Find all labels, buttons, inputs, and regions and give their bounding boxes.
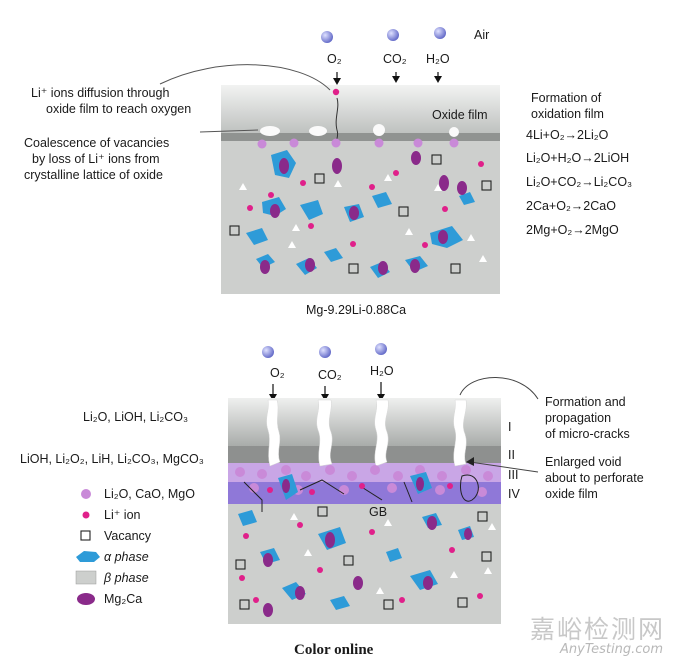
top-panel <box>159 27 500 294</box>
co2-molecule-icon <box>319 346 331 358</box>
bottom-panel <box>228 343 539 624</box>
co2-label: CO₂ <box>383 52 407 66</box>
formation-title-line1: Formation of <box>531 91 602 105</box>
legend-li-ion-label: Li⁺ ion <box>104 508 141 522</box>
li2o-legend-icon <box>81 489 91 499</box>
legend-mg2ca-label: Mg₂Ca <box>104 592 143 606</box>
reaction-5: 2Mg+O₂→2MgO <box>526 223 619 237</box>
legend-li2o-label: Li₂O, CaO, MgO <box>104 487 195 501</box>
bottom-co2-label: CO₂ <box>318 368 342 382</box>
oxide-film-label: Oxide film <box>432 108 488 122</box>
layer-I-marker: I <box>508 420 512 434</box>
layer-IV-marker: IV <box>508 487 520 501</box>
figure-caption: Color online <box>294 642 374 658</box>
legend-icons <box>75 489 100 605</box>
o2-label: O₂ <box>327 52 342 66</box>
diffusion-label-line1: Li⁺ ions diffusion through <box>31 86 170 100</box>
crack-label-line3: of micro-cracks <box>545 427 630 441</box>
grain-boundary-label: GB <box>369 505 388 519</box>
air-label: Air <box>474 28 490 42</box>
layer-II <box>228 446 501 463</box>
beta-phase-legend-icon <box>75 570 97 585</box>
vacancy-legend-icon <box>80 530 91 541</box>
void-label-line2: about to perforate <box>545 471 644 485</box>
void-label-line3: oxide film <box>545 487 598 501</box>
o2-molecule-icon <box>262 346 274 358</box>
alpha-phase-legend-icon <box>76 551 100 562</box>
li-ion-legend-icon <box>82 511 90 519</box>
vacancy-label-line2: by loss of Li⁺ ions from <box>32 152 160 166</box>
h2o-molecule-icon <box>375 343 387 355</box>
mg2ca-legend-icon <box>77 593 95 605</box>
legend-beta-label: β phase <box>104 571 149 585</box>
substrate <box>228 504 501 624</box>
layer-I-products: Li₂O, LiOH, Li₂CO₃ <box>83 410 189 424</box>
void-label-line1: Enlarged void <box>545 455 622 469</box>
diffusion-label-line2: oxide film to reach oxygen <box>46 102 192 116</box>
formation-title-line2: oxidation film <box>531 107 604 121</box>
watermark-english: AnyTesting.com <box>560 642 664 657</box>
o2-molecule-icon <box>321 31 333 43</box>
vacancy-label-line1: Coalescence of vacancies <box>24 136 170 150</box>
vacancy-label-line3: crystalline lattice of oxide <box>24 168 163 182</box>
layer-II-marker: II <box>508 448 515 462</box>
crack-label-line1: Formation and <box>545 395 626 409</box>
bottom-h2o-label: H₂O <box>370 364 394 378</box>
co2-molecule-icon <box>387 29 399 41</box>
layer-III <box>228 463 501 482</box>
reaction-2: Li₂O+H₂O→2LiOH <box>526 151 630 165</box>
bottom-o2-label: O₂ <box>270 366 285 380</box>
reaction-3: Li₂O+CO₂→Li₂CO₃ <box>526 175 633 189</box>
reaction-1: 4Li+O₂→2Li₂O <box>526 128 609 142</box>
alloy-label: Mg-9.29Li-0.88Ca <box>306 303 407 317</box>
layer-III-marker: III <box>508 468 519 482</box>
legend-alpha-label: α phase <box>104 550 149 564</box>
reaction-4: 2Ca+O₂→2CaO <box>526 199 616 213</box>
legend-vacancy-label: Vacancy <box>104 529 152 543</box>
watermark-chinese: 嘉峪检测网 <box>530 615 666 644</box>
h2o-label: H₂O <box>426 52 450 66</box>
crack-label-line2: propagation <box>545 411 612 425</box>
h2o-molecule-icon <box>434 27 446 39</box>
layer-II-products: LiOH, Li₂O₂, LiH, Li₂CO₃, MgCO₃ <box>20 452 204 466</box>
